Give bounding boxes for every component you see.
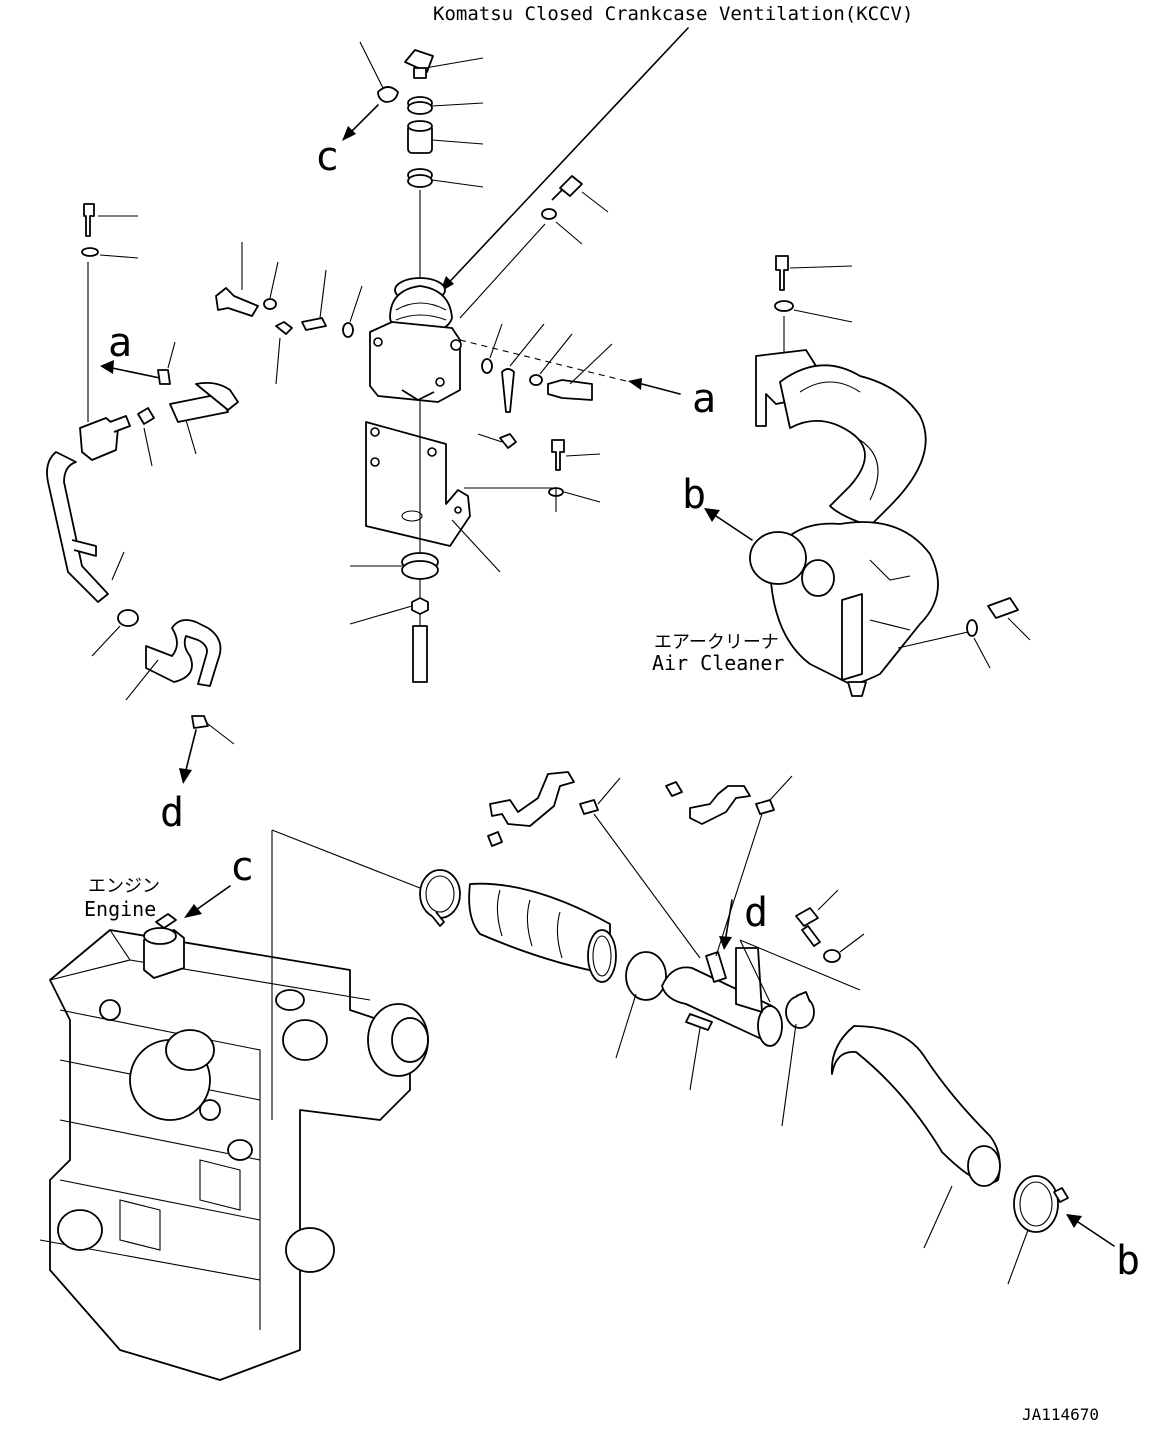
intake-hoses [419, 869, 1069, 1285]
callout-a-left: a [108, 320, 132, 366]
engine-block [39, 913, 429, 1381]
upper-intake-small-hoses [487, 771, 793, 959]
intake-bracket-bolts [739, 889, 865, 1003]
breather-cap-stack [404, 49, 484, 278]
arrow-b-right [704, 508, 753, 541]
drawing-number: JA114670 [1022, 1405, 1099, 1424]
clip-part-c [342, 41, 399, 141]
engine-leader-diagonal [271, 829, 421, 889]
kccv-leader-line [439, 27, 689, 293]
lower-stack [349, 552, 439, 683]
callout-c-engine: c [230, 844, 254, 890]
callout-d-intake: d [744, 890, 768, 936]
callout-d-left: d [160, 790, 184, 836]
arrow-c-engine [184, 885, 231, 918]
arrow-d-intake [719, 899, 733, 950]
engine-label-en: Engine [84, 897, 156, 921]
small-hoses-left [137, 381, 239, 467]
unit-right-bolts [459, 323, 681, 413]
kccv-title: Komatsu Closed Crankcase Ventilation(KCC… [433, 3, 913, 25]
left-breather-pipe [46, 203, 139, 603]
kccv-unit [369, 277, 462, 403]
mount-bracket [365, 400, 601, 680]
air-cleaner-bolts [897, 597, 1031, 669]
air-cleaner-label-en: Air Cleaner [652, 651, 784, 675]
callout-b-lower: b [1116, 1238, 1140, 1284]
unit-left-bolts [215, 242, 363, 385]
air-cleaner-assembly [749, 255, 939, 697]
callout-c-top: c [315, 134, 339, 180]
air-cleaner-label-jp: エアークリーナ [654, 632, 779, 653]
arrow-a-left [100, 341, 176, 385]
lower-left-hoses [91, 609, 235, 784]
upper-right-bolt [459, 175, 609, 319]
callout-a-right: a [692, 376, 716, 422]
arrow-b-lower [1066, 1214, 1115, 1247]
engine-label-jp: エンジン [88, 876, 160, 897]
callout-b-upper: b [682, 472, 706, 518]
